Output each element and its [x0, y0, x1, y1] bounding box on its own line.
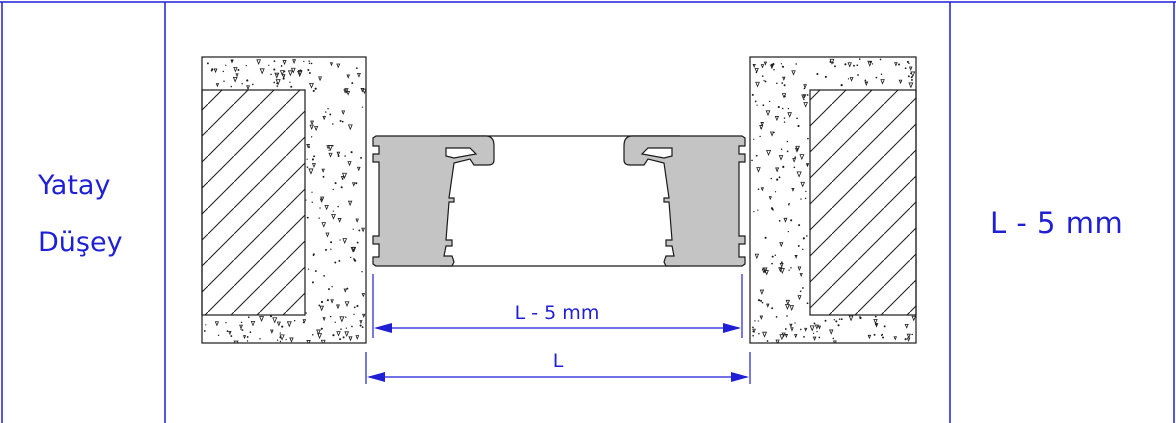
left-wall-brick [201, 89, 306, 316]
dimension-outer-arrow-left [367, 372, 385, 382]
dimension-inner-label: L - 5 mm [515, 302, 600, 324]
right-wall-brick [809, 89, 917, 316]
cut-length-value: L - 5 mm [990, 206, 1124, 240]
dimension-inner-arrow-left [374, 323, 392, 333]
right-profile-notch [640, 147, 673, 159]
right-wall-texture [751, 58, 916, 343]
left-profile [372, 135, 495, 267]
dimension-inner-arrow-right [723, 323, 741, 333]
dimension-outer-label: L [553, 350, 564, 372]
left-profile-notch [445, 147, 478, 159]
left-wall-texture [203, 59, 366, 343]
right-wall [749, 56, 917, 344]
dimension-outer-arrow-right [731, 372, 749, 382]
right-profile [623, 135, 746, 267]
dimension-lines [365, 274, 751, 384]
frame-profile [372, 135, 746, 267]
direction-label-vertical: Düşey [38, 227, 123, 258]
direction-label-horizontal: Yatay [38, 170, 111, 201]
left-wall [201, 56, 367, 344]
